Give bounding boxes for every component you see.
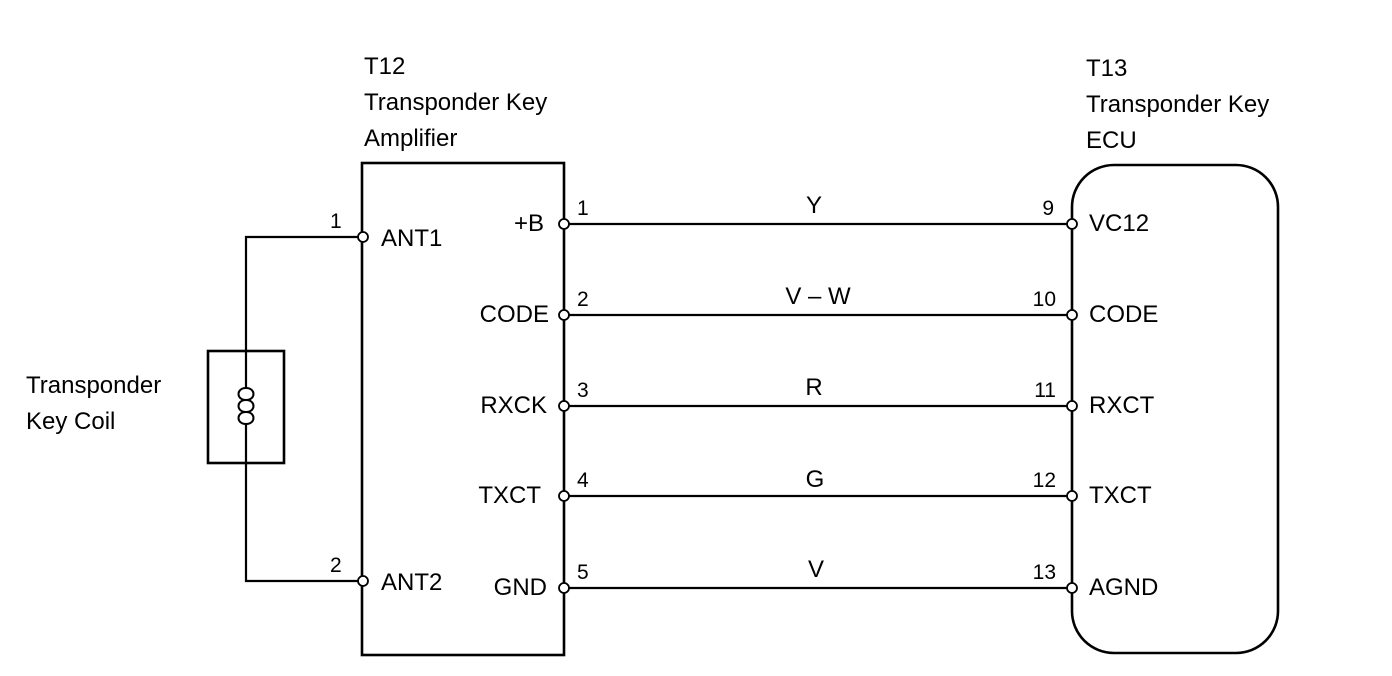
coil-label-line1: Transponder [26,372,161,399]
ant-pin-2: 2 ANT2 [330,554,442,596]
connection-5-wire-color: V [808,556,824,583]
connection-1: +B 1 Y 9 VC12 [514,192,1149,237]
connection-2-ecu-terminal [1066,309,1078,321]
connection-3-amp-terminal [558,400,570,412]
connection-3-ecu-pin: 11 [1034,379,1056,402]
connection-5-amp-terminal [558,582,570,594]
connection-2-wire-color: V – W [785,283,851,310]
connection-1-ecu-terminal [1066,218,1078,230]
connection-1-ecu-pin: 9 [1042,197,1054,220]
amplifier-component: T12 Transponder Key Amplifier [360,53,566,657]
connection-1-wire-color: Y [806,192,822,219]
ant-pin-2-terminal [357,575,369,587]
connection-4-ecu-pin: 12 [1033,469,1056,492]
ant-pin-1: 1 ANT1 [330,210,442,252]
connection-4-ecu-terminal [1066,490,1078,502]
connection-3-ecu-label: RXCT [1089,392,1155,419]
connection-5-amp-pin: 5 [577,561,589,584]
ant-pin-2-number: 2 [330,554,342,577]
connection-3-wire-color: R [805,374,822,401]
amplifier-name-line2: Amplifier [364,125,457,152]
coil-wire-bottom [244,424,363,583]
connection-4-amp-label: TXCT [478,482,541,509]
connection-3-ecu-terminal [1066,400,1078,412]
ant-pin-2-label: ANT2 [381,569,442,596]
connection-2: CODE 2 V – W 10 CODE [480,283,1159,328]
connection-5-amp-label: GND [494,574,547,601]
connection-5-ecu-terminal [1066,582,1078,594]
connection-5-ecu-pin: 13 [1033,561,1056,584]
coil-winding-icon [237,387,255,426]
connection-1-ecu-label: VC12 [1089,210,1149,237]
ecu-component: T13 Transponder Key ECU [1070,55,1280,655]
connection-2-ecu-pin: 10 [1033,288,1056,311]
connection-1-amp-terminal [558,218,570,230]
ant-pin-1-terminal [357,231,369,243]
connection-4: TXCT 4 G 12 TXCT [478,466,1152,509]
connection-1-amp-pin: 1 [577,197,589,220]
ant-pin-1-label: ANT1 [381,225,442,252]
connection-3-amp-label: RXCK [480,392,547,419]
connection-5-ecu-label: AGND [1089,574,1158,601]
ecu-name-line2: ECU [1086,127,1137,154]
amplifier-id: T12 [364,53,405,80]
coil-wire-top [244,235,363,388]
coil-label-line2: Key Coil [26,408,115,435]
coil-component: Transponder Key Coil [26,235,363,583]
connection-2-ecu-label: CODE [1089,301,1158,328]
connection-1-amp-label: +B [514,210,544,237]
amplifier-name-line1: Transponder Key [364,89,547,116]
ecu-id: T13 [1086,55,1127,82]
connection-5: GND 5 V 13 AGND [494,556,1159,601]
connection-2-amp-terminal [558,309,570,321]
ecu-name-line1: Transponder Key [1086,91,1269,118]
ant-pin-1-number: 1 [330,210,342,233]
connection-4-ecu-label: TXCT [1089,482,1152,509]
connection-4-wire-color: G [806,466,825,493]
connection-3-amp-pin: 3 [577,379,589,402]
connection-2-amp-label: CODE [480,301,549,328]
connection-3: RXCK 3 R 11 RXCT [480,374,1154,419]
connection-4-amp-pin: 4 [577,469,589,492]
connection-4-amp-terminal [558,490,570,502]
connection-2-amp-pin: 2 [577,288,589,311]
